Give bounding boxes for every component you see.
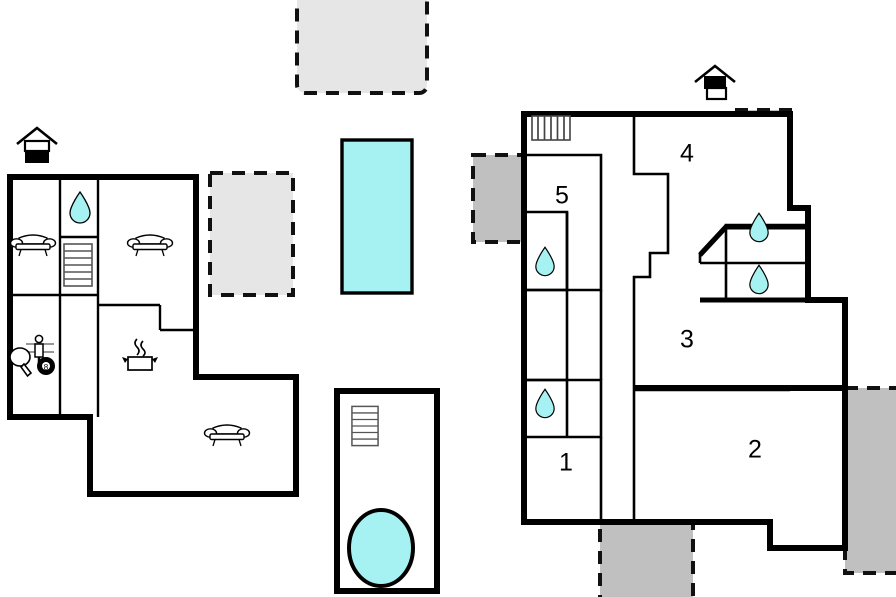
house-entrance-icon (693, 64, 737, 101)
left-terrace (208, 171, 295, 297)
left-house-outer-wall (7, 174, 299, 497)
swimming-pool (340, 138, 414, 295)
room-number: 2 (748, 436, 762, 464)
building-main-house-right: 1 2 3 4 5 (471, 64, 896, 597)
outbuilding-top (295, 0, 429, 95)
building-main-house-left (7, 126, 299, 497)
left-interior-walls (10, 177, 196, 417)
hot-tub-icon (347, 508, 415, 588)
radiator-icon (531, 115, 571, 141)
room-number: 5 (555, 182, 569, 210)
right-house-notch (634, 388, 848, 551)
stairs-icon (63, 243, 93, 287)
right-terrace-south (598, 520, 695, 597)
right-terrace-east (843, 386, 896, 575)
room-number: 4 (680, 140, 694, 168)
stairs-icon (351, 405, 379, 447)
building-sauna-house (334, 388, 440, 594)
room-number: 3 (680, 326, 694, 354)
house-entrance-icon (15, 126, 59, 165)
room-number: 1 (559, 449, 573, 477)
right-house-floor-correction (790, 114, 845, 388)
